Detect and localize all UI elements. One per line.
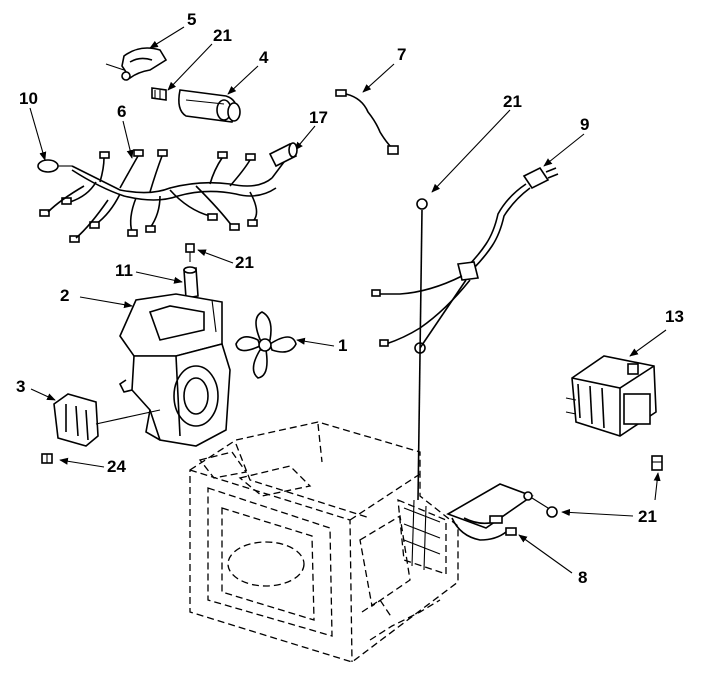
part-21-screw-mid <box>185 243 195 262</box>
part-11-fan-motor <box>183 266 199 299</box>
callout-6: 6 <box>117 102 126 121</box>
leader-lines <box>29 26 667 574</box>
part-5-bracket <box>105 47 168 81</box>
callout-24: 24 <box>107 457 126 476</box>
callout-21-top: 21 <box>213 26 232 45</box>
cabinet-outline <box>189 421 459 663</box>
part-6-wire-harness <box>39 149 285 243</box>
part-24-screw <box>41 453 53 464</box>
part-21-transformer-screw <box>651 455 663 471</box>
part-2-air-duct <box>118 293 231 447</box>
callout-2: 2 <box>60 286 69 305</box>
part-7-wire <box>335 89 399 155</box>
part-8-diode <box>446 483 558 541</box>
callout-1: 1 <box>338 336 347 355</box>
part-4-capacitor <box>178 89 241 123</box>
callout-4: 4 <box>259 48 269 67</box>
callout-17: 17 <box>309 108 328 127</box>
callout-3: 3 <box>16 377 25 396</box>
callout-9: 9 <box>580 115 589 134</box>
part-9-power-cord <box>371 166 559 354</box>
part-21-screw-top <box>151 87 167 101</box>
part-13-transformer <box>565 355 657 437</box>
part-3-cover-plate <box>53 393 161 447</box>
callout-11: 11 <box>115 261 133 280</box>
part-17-connector <box>268 142 298 168</box>
part-10-thermostat <box>37 159 72 173</box>
callout-13: 13 <box>665 307 684 326</box>
callout-21-right-top: 21 <box>503 92 522 111</box>
callout-10: 10 <box>19 89 38 108</box>
callout-7: 7 <box>397 45 406 64</box>
part-1-fan-blade <box>235 311 297 379</box>
callout-21-mid: 21 <box>235 253 254 272</box>
callout-21-bottom-right: 21 <box>638 507 657 526</box>
callout-5: 5 <box>187 10 196 29</box>
callout-8: 8 <box>578 568 587 587</box>
